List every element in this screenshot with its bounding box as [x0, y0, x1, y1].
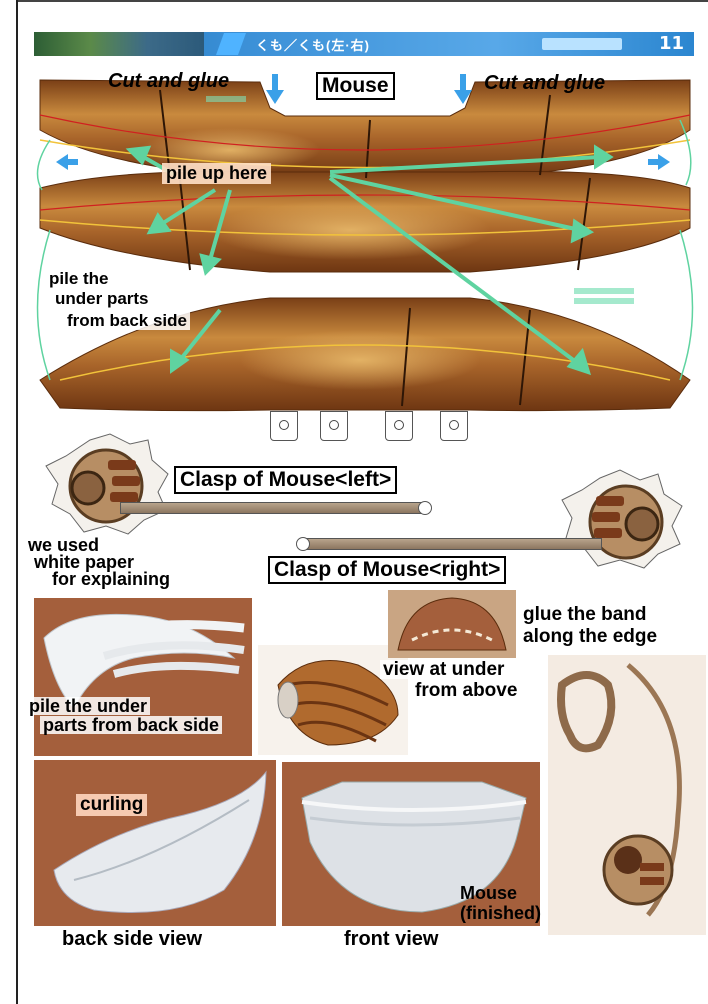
curling-label: curling [76, 794, 147, 816]
circle-hole-icon [418, 501, 432, 515]
clasp-left-gear [40, 430, 180, 540]
glue-band-label-line1: glue the band [523, 605, 647, 624]
page-header: くも／くも(左·右) 11 [34, 32, 694, 56]
circle-hole-icon [279, 420, 289, 430]
page-number: 11 [659, 33, 684, 54]
mouse-finished-label-line1: Mouse [460, 884, 517, 902]
view-under-label-line2: from above [412, 681, 520, 700]
photo-band-assembly [548, 655, 706, 935]
header-logo-mark [216, 33, 246, 55]
clasp-right-label: Clasp of Mouse<right> [268, 556, 506, 584]
glue-tab [270, 411, 298, 441]
pile-up-here-label: pile up here [162, 163, 271, 184]
clasp-right-gear [560, 466, 690, 576]
header-publisher-logo [542, 38, 622, 50]
pile-under-photo-label-line2: parts from back side [40, 716, 222, 734]
clasp-left-label: Clasp of Mouse<left> [174, 466, 397, 494]
pile-under-label-line3: from back side [64, 312, 190, 330]
circle-hole-icon [394, 420, 404, 430]
photo-view-under [388, 590, 516, 658]
glue-tab [385, 411, 413, 441]
mouse-finished-label-line2: (finished) [460, 904, 541, 922]
glue-band-label-line2: along the edge [523, 627, 657, 646]
white-paper-note-line3: for explaining [52, 571, 170, 588]
circle-hole-icon [449, 420, 459, 430]
page-border-left [16, 0, 18, 1004]
pile-under-label-line2: under parts [52, 290, 152, 308]
pile-under-photo-label-line1: pile the under [26, 697, 150, 715]
left-curve-arrow-top [38, 140, 51, 190]
circle-hole-icon [296, 537, 310, 551]
photo-back-side-view [34, 760, 276, 926]
view-under-label-line1: view at under [380, 660, 507, 679]
right-curve-arrow [680, 230, 693, 380]
glue-tab [440, 411, 468, 441]
mouse-pattern-sheet [30, 60, 700, 420]
front-view-caption: front view [344, 928, 438, 951]
clasp-right-strip [300, 538, 602, 550]
cut-glue-label-left: Cut and glue [108, 70, 229, 93]
back-side-view-caption: back side view [62, 928, 202, 951]
page-border-top [16, 0, 708, 2]
circle-hole-icon [329, 420, 339, 430]
header-japanese-title: くも／くも(左·右) [256, 35, 370, 54]
clasp-left-strip [120, 502, 422, 514]
header-photo-strip [34, 32, 204, 56]
glue-tab [320, 411, 348, 441]
pile-under-label-line1: pile the [46, 270, 112, 288]
cut-glue-label-right: Cut and glue [484, 72, 605, 95]
mouse-title: Mouse [316, 72, 395, 100]
left-curve-arrow [38, 230, 51, 380]
